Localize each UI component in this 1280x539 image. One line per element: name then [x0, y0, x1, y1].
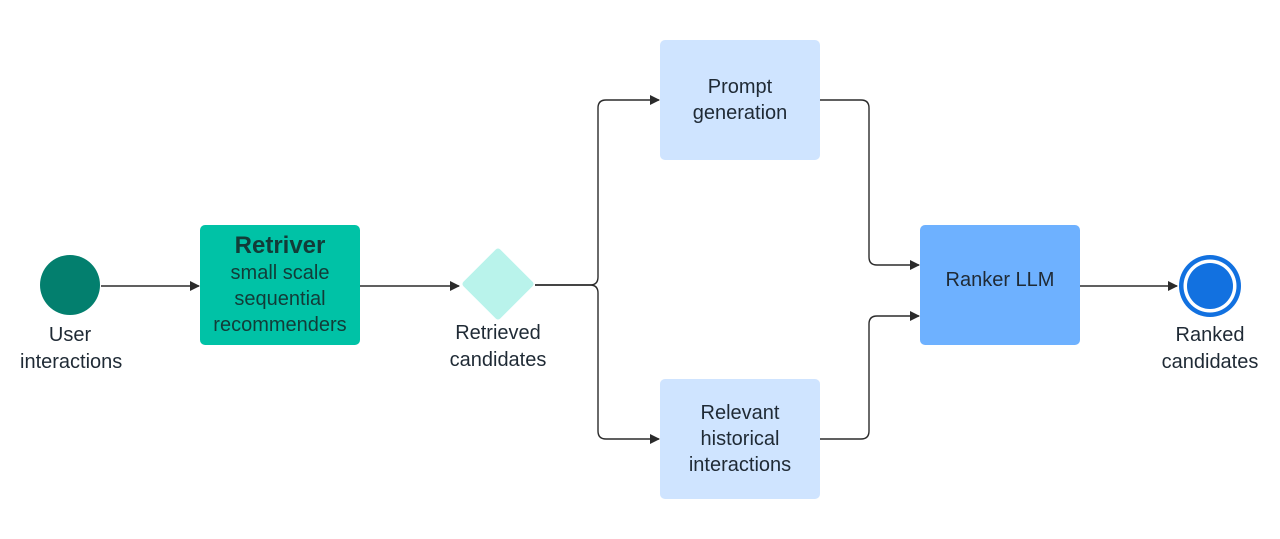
end-event — [1179, 255, 1241, 317]
edge-gateway-to-prompt — [535, 95, 660, 286]
start-event-label: User interactions — [20, 322, 123, 376]
ranker-label: Ranker LLM — [945, 269, 1055, 291]
edge-history-to-ranker — [820, 311, 920, 440]
historical-interactions-node: Relevant historical interactions — [660, 379, 820, 499]
retriever-sub-line-1: small scale — [230, 262, 330, 284]
start-label-line-1: User — [48, 324, 92, 346]
end-label-line-1: Ranked — [1175, 324, 1245, 346]
retriever-sub-line-3: recommenders — [213, 314, 347, 336]
start-label-line-2: interactions — [20, 351, 123, 373]
gateway-diamond — [462, 248, 534, 320]
retriever-title: Retriver — [234, 232, 326, 259]
prompt-line-2: generation — [692, 102, 788, 124]
edge-prompt-to-ranker — [820, 99, 920, 270]
history-line-3: interactions — [688, 454, 792, 476]
prompt-generation-node: Prompt generation — [660, 40, 820, 160]
end-label-line-2: candidates — [1161, 351, 1259, 373]
edge-gateway-to-history — [535, 284, 660, 444]
gateway-label-line-1: Retrieved — [455, 322, 541, 344]
history-line-1: Relevant — [700, 402, 780, 424]
gateway-label: Retrieved candidates — [428, 320, 568, 374]
retriever-node: Retriver small scale sequential recommen… — [200, 225, 360, 345]
end-event-label: Ranked candidates — [1150, 322, 1270, 376]
ranker-llm-node: Ranker LLM — [920, 225, 1080, 345]
gateway-label-line-2: candidates — [449, 349, 547, 371]
history-line-2: historical — [700, 428, 780, 450]
retriever-sub-line-2: sequential — [234, 288, 326, 310]
prompt-line-1: Prompt — [707, 76, 773, 98]
start-event — [40, 255, 100, 315]
